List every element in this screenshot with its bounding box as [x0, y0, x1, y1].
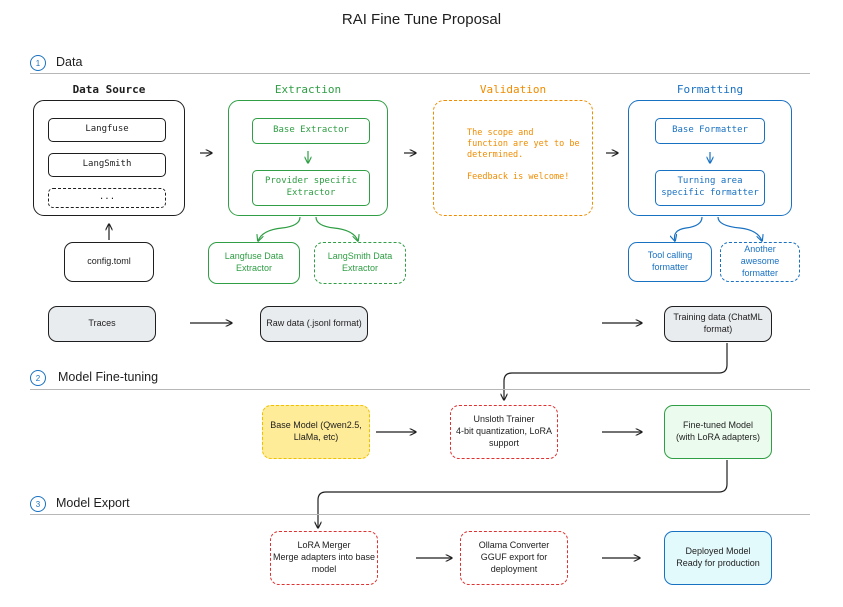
arrow-formatter-to-tool [674, 216, 703, 241]
section-1-divider [30, 73, 810, 74]
training-data-box: Training data (ChatML format) [664, 306, 772, 342]
extraction-container [228, 100, 388, 216]
source-langsmith: LangSmith [48, 153, 166, 177]
langfuse-data-extractor: Langfuse Data Extractor [208, 242, 300, 284]
arrow-extractor-to-langsmith [315, 216, 358, 241]
unsloth-trainer-box: Unsloth Trainer 4-bit quantization, LoRA… [450, 405, 558, 459]
deployed-model-box: Deployed Model Ready for production [664, 531, 772, 585]
page-title: RAI Fine Tune Proposal [341, 11, 502, 28]
arrow-extractor-to-langfuse [258, 216, 301, 241]
ollama-converter-box: Ollama Converter GGUF export for deploym… [460, 531, 568, 585]
formatting-heading: Formatting [676, 83, 744, 96]
another-formatter: Another awesome formatter [720, 242, 800, 282]
section-1-badge: 1 [30, 55, 46, 71]
data-source-container [33, 100, 185, 216]
source-more: ... [48, 188, 166, 208]
tool-calling-formatter: Tool calling formatter [628, 242, 712, 282]
extraction-heading: Extraction [274, 83, 342, 96]
arrow-training-to-trainer [504, 343, 728, 400]
validation-note: The scope and function are yet to be det… [467, 128, 580, 161]
section-2-divider [30, 389, 810, 390]
formatting-container [628, 100, 792, 216]
langsmith-data-extractor: LangSmith Data Extractor [314, 242, 406, 284]
arrow-finetuned-to-merger [318, 460, 728, 528]
raw-data-box: Raw data (.jsonl format) [260, 306, 368, 342]
config-file-box: config.toml [64, 242, 154, 282]
validation-container [433, 100, 593, 216]
section-3-divider [30, 514, 810, 515]
provider-extractor: Provider specific Extractor [252, 170, 370, 206]
base-extractor: Base Extractor [252, 118, 370, 144]
section-3-label: Model Export [56, 496, 130, 510]
data-source-heading: Data Source [72, 83, 146, 96]
section-2-label: Model Fine-tuning [58, 370, 159, 384]
source-langfuse: Langfuse [48, 118, 166, 142]
lora-merger-box: LoRA Merger Merge adapters into base mod… [270, 531, 378, 585]
finetuned-model-box: Fine-tuned Model (with LoRA adapters) [664, 405, 772, 459]
section-1-label: Data [56, 55, 83, 69]
validation-feedback: Feedback is welcome! [467, 172, 570, 182]
traces-box: Traces [48, 306, 156, 342]
base-model-box: Base Model (Qwen2.5, LlaMa, etc) [262, 405, 370, 459]
section-2-badge: 2 [30, 370, 46, 386]
validation-heading: Validation [479, 83, 547, 96]
specific-formatter: Turning area specific formatter [655, 170, 765, 206]
arrow-formatter-to-another [717, 216, 762, 241]
section-3-badge: 3 [30, 496, 46, 512]
base-formatter: Base Formatter [655, 118, 765, 144]
